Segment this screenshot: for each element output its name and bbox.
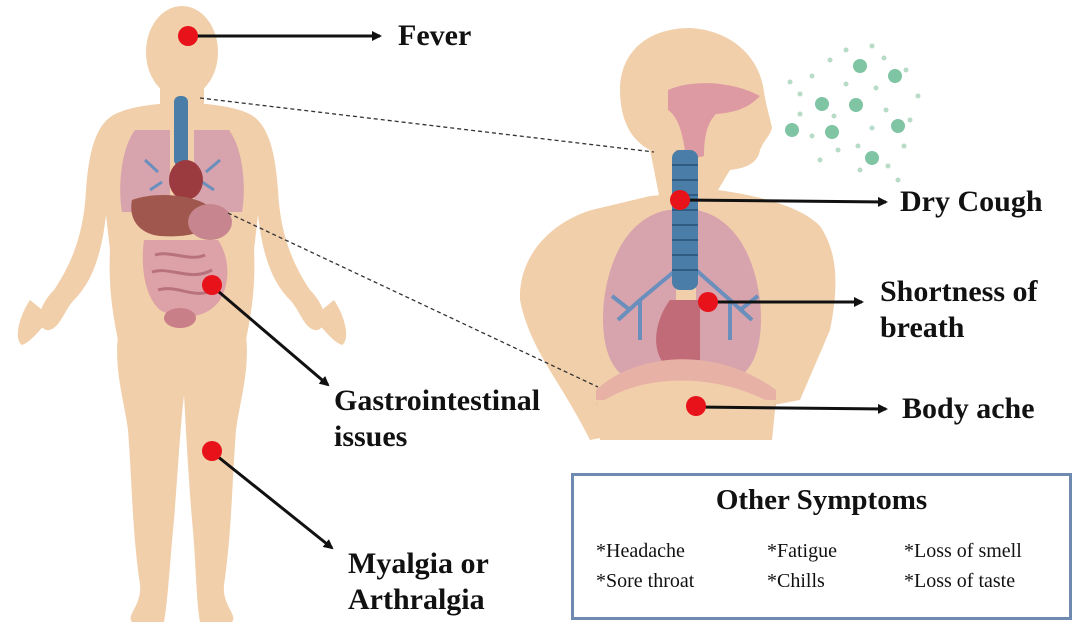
- virus-particle: [824, 124, 840, 140]
- zoomed-chest-figure: [520, 28, 836, 440]
- symptom-item: *Loss of taste: [904, 570, 1015, 593]
- virus-particle: [848, 97, 864, 113]
- marker-dry-cough: [670, 190, 690, 210]
- symptom-item: *Headache: [596, 540, 685, 563]
- body-trachea: [174, 96, 188, 166]
- virus-particle: [814, 96, 830, 112]
- marker-fever: [178, 26, 198, 46]
- other-symptoms-title: Other Symptoms: [574, 484, 1069, 517]
- symptom-item: *Loss of smell: [904, 540, 1022, 563]
- symptom-item: *Chills: [767, 570, 825, 593]
- virus-particle: [784, 122, 800, 138]
- label-fever: Fever: [398, 18, 471, 54]
- body-head: [146, 6, 218, 98]
- virus-particle: [864, 150, 880, 166]
- marker-myalgia: [202, 441, 222, 461]
- symptom-item: *Fatigue: [767, 540, 837, 563]
- label-shortness-of-breath: Shortness of breath: [880, 274, 1038, 346]
- arrow-body-ache: [696, 407, 886, 409]
- body-heart: [169, 160, 203, 200]
- label-body-ache: Body ache: [902, 391, 1035, 427]
- body-stomach: [188, 204, 232, 240]
- symptom-item: *Sore throat: [596, 570, 694, 593]
- label-gastrointestinal: Gastrointestinal issues: [334, 383, 540, 455]
- marker-gastro: [202, 275, 222, 295]
- arrow-dry-cough: [680, 200, 886, 202]
- other-symptoms-box: Other Symptoms *Headache *Fatigue *Loss …: [571, 473, 1072, 620]
- virus-particle: [887, 68, 903, 84]
- full-body-figure: [18, 6, 346, 622]
- marker-body-ache: [686, 396, 706, 416]
- body-legs: [117, 335, 247, 622]
- body-colon-bottom: [164, 308, 196, 328]
- virus-droplets: [784, 44, 921, 183]
- label-myalgia: Myalgia or Arthralgia: [348, 546, 489, 618]
- marker-shortness: [698, 292, 718, 312]
- label-dry-cough: Dry Cough: [900, 184, 1043, 220]
- virus-particle: [890, 118, 906, 134]
- virus-particle: [852, 58, 868, 74]
